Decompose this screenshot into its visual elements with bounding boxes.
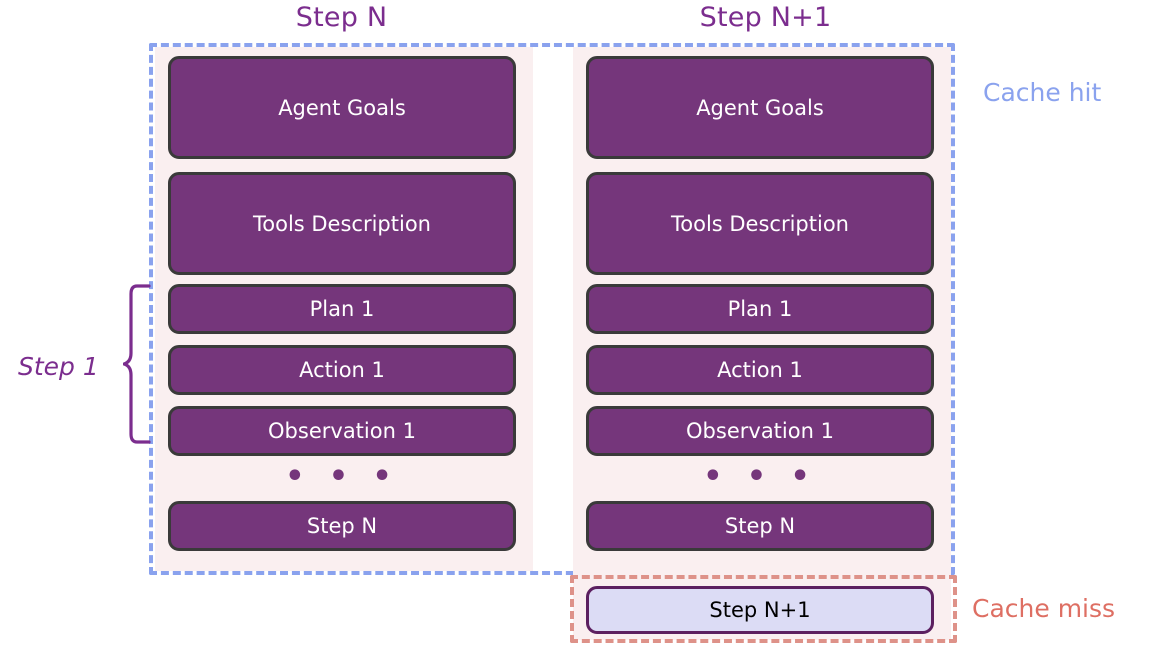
context-block-action-1: Action 1: [586, 345, 934, 395]
context-block-step-n-plus-1: Step N+1: [586, 586, 934, 634]
cache-miss-region: [570, 575, 957, 643]
context-stack-step-n-plus-1: Agent Goals Tools Description Plan 1 Act…: [573, 47, 951, 630]
context-block-tools-description: Tools Description: [586, 172, 934, 275]
context-block-step-n: Step N: [168, 501, 516, 551]
context-block-tools-description: Tools Description: [168, 172, 516, 275]
context-block-plan-1: Plan 1: [168, 284, 516, 334]
ellipsis-indicator: • • •: [285, 459, 399, 494]
ellipsis-indicator: • • •: [703, 459, 817, 494]
context-stack-step-n: Agent Goals Tools Description Plan 1 Act…: [155, 47, 533, 571]
context-block-observation-1: Observation 1: [168, 406, 516, 456]
column-title-step-n-plus-1: Step N+1: [699, 2, 832, 33]
column-title-step-n: Step N: [295, 2, 388, 33]
context-block-action-1: Action 1: [168, 345, 516, 395]
context-block-plan-1: Plan 1: [586, 284, 934, 334]
context-block-agent-goals: Agent Goals: [168, 56, 516, 159]
step-1-annotation-label: Step 1: [18, 352, 99, 381]
context-block-observation-1: Observation 1: [586, 406, 934, 456]
step-1-brace-icon: [123, 284, 151, 444]
cache-hit-region: [149, 43, 955, 575]
cache-miss-legend: Cache miss: [972, 594, 1116, 623]
context-block-step-n: Step N: [586, 501, 934, 551]
cache-hit-legend: Cache hit: [983, 78, 1102, 107]
context-block-agent-goals: Agent Goals: [586, 56, 934, 159]
